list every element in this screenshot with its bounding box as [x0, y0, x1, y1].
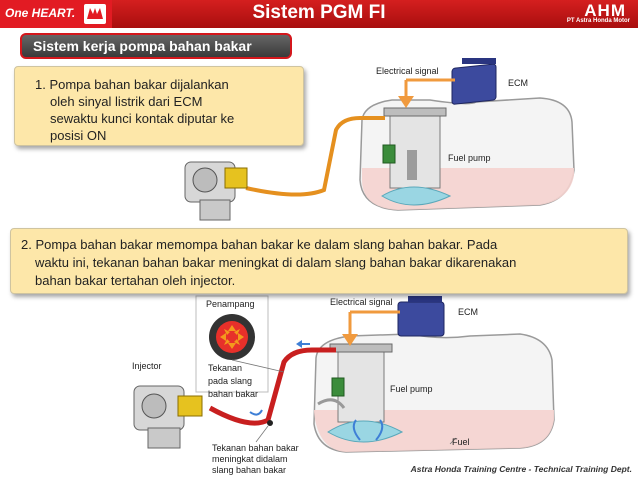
pressure-note-line-3: slang bahan bakar — [212, 465, 287, 475]
step-2-line-3: bahan bakar tertahan oleh injector. — [35, 273, 236, 288]
step-1-line-1: 1. Pompa bahan bakar dijalankan — [35, 77, 229, 92]
ecm-1 — [451, 58, 497, 105]
fuel-pump-2 — [337, 347, 385, 423]
injector-label: Injector — [132, 361, 162, 371]
d1-fuel-pump-label: Fuel pump — [448, 153, 491, 163]
footer-credit: Astra Honda Training Centre - Technical … — [410, 464, 632, 474]
one-heart-logo: One HEART. — [0, 0, 112, 28]
d1-electrical-signal-label: Electrical signal — [376, 66, 439, 76]
step-1-line-2: oleh sinyal listrik dari ECM — [50, 94, 203, 109]
step-1-line-4: posisi ON — [50, 128, 107, 143]
d2-fuel-pump-label: Fuel pump — [390, 384, 433, 394]
tekanan-line-1: Tekanan — [208, 363, 243, 373]
penampang-label: Penampang — [206, 299, 255, 309]
ecm-2 — [397, 296, 445, 337]
d2-ecm-label: ECM — [458, 307, 478, 317]
pressure-note-line-1: Tekanan bahan bakar — [212, 443, 299, 453]
cross-section-box — [195, 295, 269, 393]
fuel-label: Fuel — [452, 437, 470, 447]
step-1-line-3: sewaktu kunci kontak diputar ke — [50, 111, 235, 126]
ahm-brand-subtext: PT Astra Honda Motor — [566, 18, 630, 24]
throttle-body-1 — [184, 161, 248, 221]
header-bar: One HEART. Sistem PGM FI AHM PT Astra Ho… — [0, 0, 638, 28]
pressure-note-line-2: meningkat didalam — [212, 454, 288, 464]
d2-electrical-signal-label: Electrical signal — [330, 297, 393, 307]
page-title: Sistem PGM FI — [252, 2, 386, 23]
d1-ecm-label: ECM — [508, 78, 528, 88]
left-brand-text: One HEART. — [5, 6, 76, 20]
ahm-logo: AHM PT Astra Honda Motor — [538, 0, 638, 28]
fuel-hose-2 — [208, 347, 336, 426]
step-2-box: 2. Pompa bahan bakar memompa bahan bakar… — [10, 228, 628, 294]
step-2-line-1: 2. Pompa bahan bakar memompa bahan bakar… — [21, 237, 498, 252]
honda-wing-icon — [84, 4, 106, 24]
fuel-hose-1 — [245, 116, 385, 197]
step-2-line-2: waktu ini, tekanan bahan bakar meningkat… — [35, 255, 517, 270]
tekanan-line-3: bahan bakar — [208, 389, 259, 399]
step-1-box: 1. Pompa bahan bakar dijalankan oleh sin… — [14, 66, 304, 146]
ahm-brand-text: AHM — [584, 1, 626, 20]
throttle-body-2 — [133, 385, 203, 449]
tekanan-line-2: pada slang — [208, 376, 253, 386]
section-subtitle: Sistem kerja pompa bahan bakar — [20, 33, 292, 59]
